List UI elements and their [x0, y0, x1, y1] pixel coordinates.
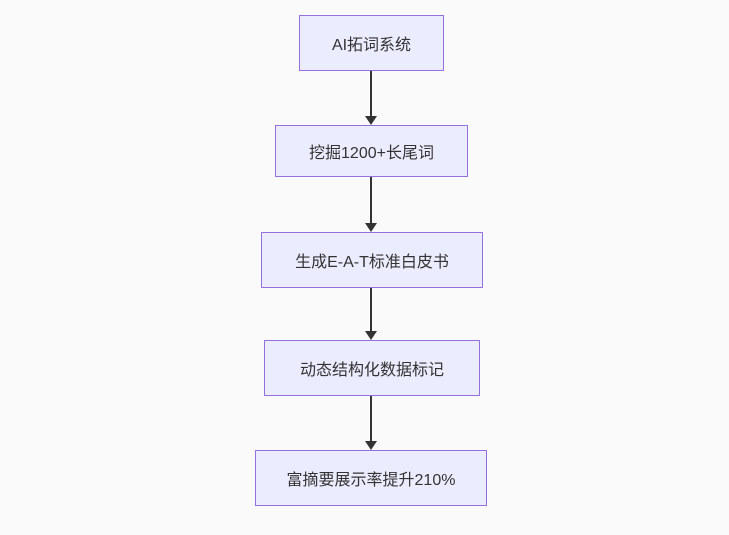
arrowhead-down-icon [365, 331, 377, 340]
edge-line [370, 288, 372, 331]
flowchart-node-4: 动态结构化数据标记 [264, 340, 480, 396]
node-4-label: 动态结构化数据标记 [299, 362, 444, 379]
node-3-label: 生成E-A-T标准白皮书 [295, 254, 449, 271]
node-5-label: 富摘要展示率提升210% [286, 472, 456, 489]
edge-arrow-4 [364, 396, 378, 450]
edge-arrow-2 [364, 177, 378, 232]
flowchart-node-2: 挖掘1200+长尾词 [275, 125, 468, 177]
node-2-label: 挖掘1200+长尾词 [309, 145, 434, 162]
edge-line [370, 396, 372, 441]
edge-arrow-1 [364, 71, 378, 125]
arrowhead-down-icon [365, 223, 377, 232]
flowchart-node-1: AI拓词系统 [299, 15, 444, 71]
arrowhead-down-icon [365, 441, 377, 450]
node-1-label: AI拓词系统 [331, 37, 412, 54]
arrowhead-down-icon [365, 116, 377, 125]
edge-line [370, 177, 372, 223]
edge-line [370, 71, 372, 116]
flowchart-node-3: 生成E-A-T标准白皮书 [261, 232, 483, 288]
flowchart-node-5: 富摘要展示率提升210% [255, 450, 487, 506]
edge-arrow-3 [364, 288, 378, 340]
